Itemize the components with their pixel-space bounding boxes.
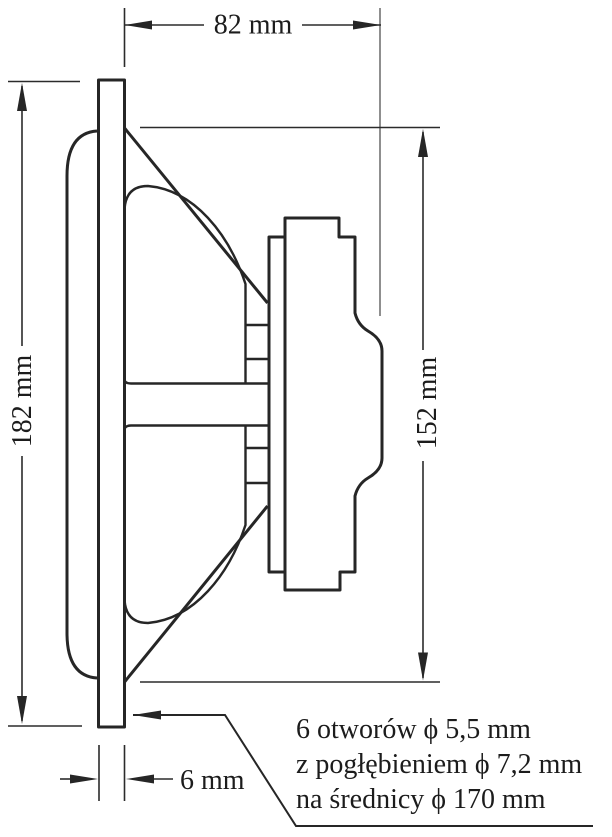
dimension-label-182mm: 182 mm xyxy=(7,355,38,448)
arrowhead-left xyxy=(124,20,152,30)
dimension-6mm: 6 mm xyxy=(60,745,245,801)
callout-line-2: z pogłębieniem ϕ 7,2 mm xyxy=(296,749,582,780)
dimension-82mm: 82 mm xyxy=(123,8,381,316)
mounting-flange xyxy=(97,78,126,729)
arrowhead-right xyxy=(353,20,381,30)
arrowhead-up xyxy=(418,129,428,157)
dimension-label-6mm: 6 mm xyxy=(180,765,245,796)
basket-strut-upper xyxy=(123,127,269,304)
front-pole-plate xyxy=(267,235,285,574)
basket-strut-lower xyxy=(123,505,269,683)
hole-callout: 6 otworów ϕ 5,5 mm z pogłębieniem ϕ 7,2 … xyxy=(133,710,593,827)
arrowhead-left xyxy=(126,774,154,784)
arrowhead-right xyxy=(70,774,98,784)
callout-line-1: 6 otworów ϕ 5,5 mm xyxy=(296,714,531,745)
arrowhead-up xyxy=(17,83,27,111)
magnet-assembly xyxy=(283,216,384,592)
spider-ladder xyxy=(245,323,269,485)
dimension-label-152mm: 152 mm xyxy=(412,357,443,450)
basket-window-lower xyxy=(123,424,269,625)
dimension-label-82mm: 82 mm xyxy=(214,10,293,41)
dimension-152mm: 152 mm xyxy=(140,126,443,683)
leader-arrowhead xyxy=(133,710,161,720)
arrowhead-down xyxy=(418,652,428,681)
leader-line xyxy=(133,714,593,827)
arrowhead-down xyxy=(17,696,27,724)
speaker-outline xyxy=(65,78,384,729)
callout-line-3: na średnicy ϕ 170 mm xyxy=(296,784,546,815)
basket-window-upper xyxy=(123,184,269,385)
surround-edge xyxy=(65,129,98,680)
dimension-182mm: 182 mm xyxy=(7,80,82,727)
